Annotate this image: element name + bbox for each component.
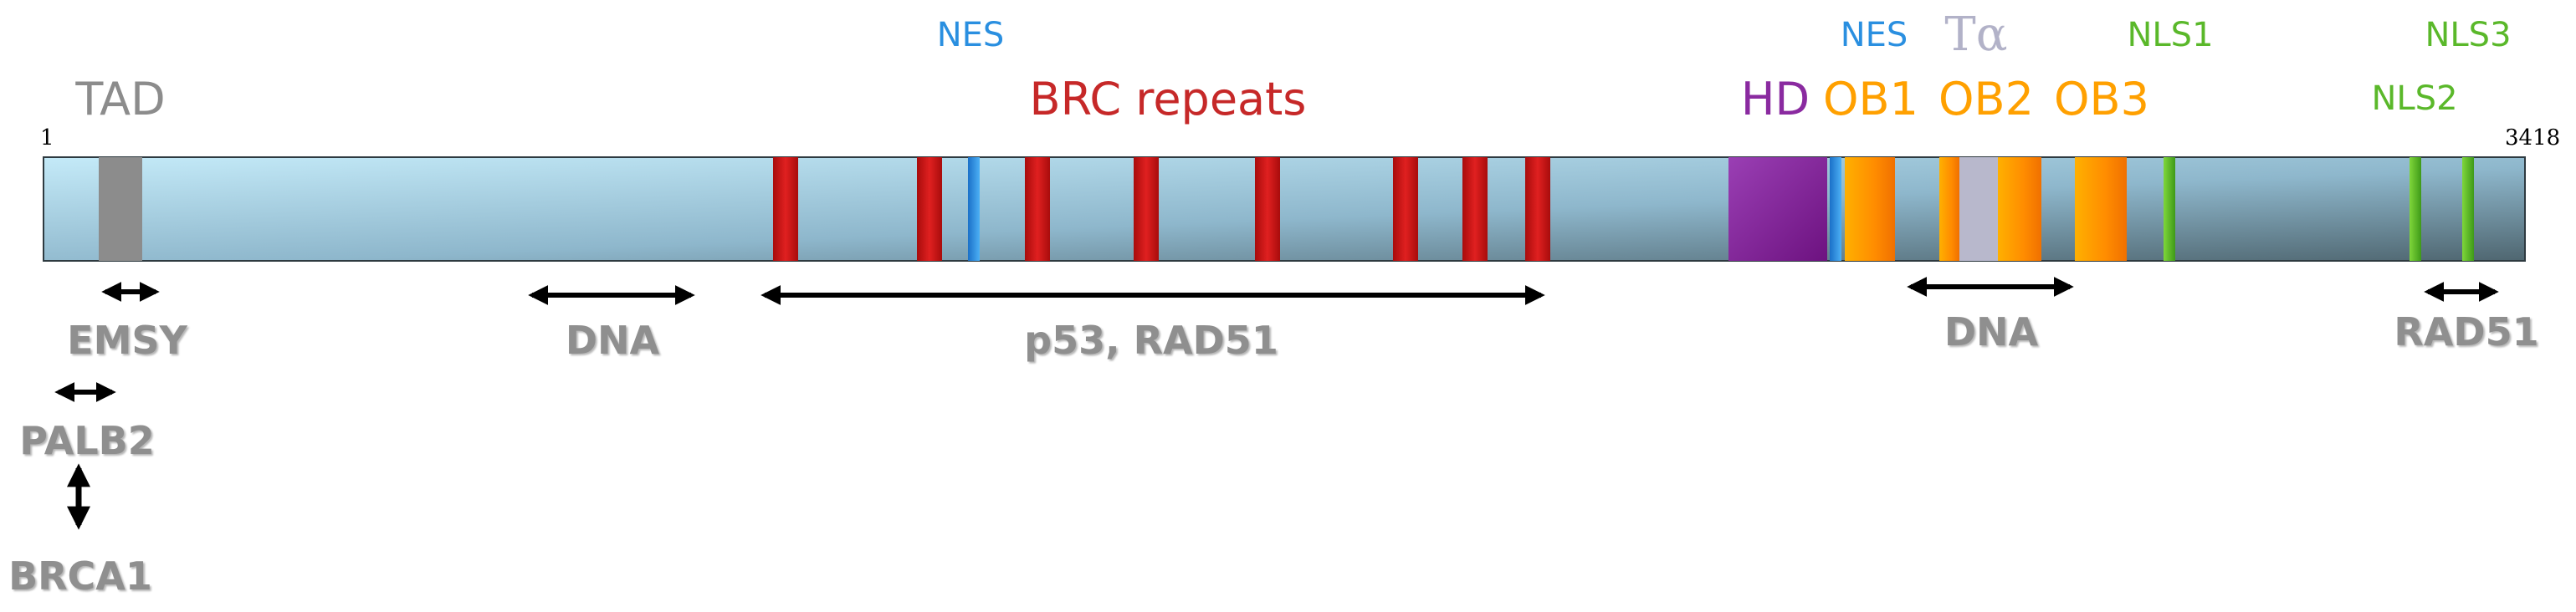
emsy-label: EMSY [67, 318, 187, 363]
brc-repeat [1462, 157, 1488, 261]
protein-bar [43, 156, 2526, 262]
ob3-label: OB3 [2054, 73, 2149, 125]
nls3-segment [2462, 157, 2474, 261]
talpha-label: Tα [1944, 8, 2008, 62]
brc-repeats-label: BRC repeats [1029, 73, 1307, 125]
tad-domain [99, 157, 142, 261]
ob2-domain [1939, 157, 1959, 261]
brc-repeat [1255, 157, 1280, 261]
tad-label: TAD [75, 73, 166, 125]
hd-domain [1728, 157, 1827, 261]
brc-repeat [1525, 157, 1550, 261]
nls2-segment [2410, 157, 2421, 261]
ob1-label: OB1 [1823, 73, 1918, 125]
end-position: 3418 [2505, 125, 2561, 150]
ob3-domain [2075, 157, 2127, 261]
brca1-label: BRCA1 [8, 553, 152, 599]
ob2-domain [1998, 157, 2041, 261]
brc-repeat [773, 157, 798, 261]
nes-segment [1830, 157, 1841, 261]
nes1-label: NES [936, 16, 1005, 54]
palb2-label: PALB2 [19, 418, 155, 463]
nes2-label: NES [1840, 16, 1908, 54]
nes-segment [968, 157, 980, 261]
brc-repeat [1025, 157, 1050, 261]
ob2-label: OB2 [1938, 73, 2034, 125]
dna1-label: DNA [565, 318, 660, 363]
nls1-segment [2164, 157, 2175, 261]
ob1-domain [1845, 157, 1895, 261]
hd-label: HD [1740, 73, 1810, 125]
p53-rad51-label: p53, RAD51 [1024, 318, 1278, 363]
dna2-label: DNA [1944, 309, 2039, 354]
brc-repeat [917, 157, 942, 261]
nls1-label: NLS1 [2127, 16, 2214, 54]
nls3-label: NLS3 [2425, 16, 2512, 54]
brc-repeat [1393, 157, 1418, 261]
start-position: 1 [40, 125, 54, 150]
talpha-segment [1959, 157, 1998, 261]
nls2-label: NLS2 [2371, 79, 2458, 118]
brc-repeat [1134, 157, 1159, 261]
rad51-label: RAD51 [2394, 309, 2539, 354]
